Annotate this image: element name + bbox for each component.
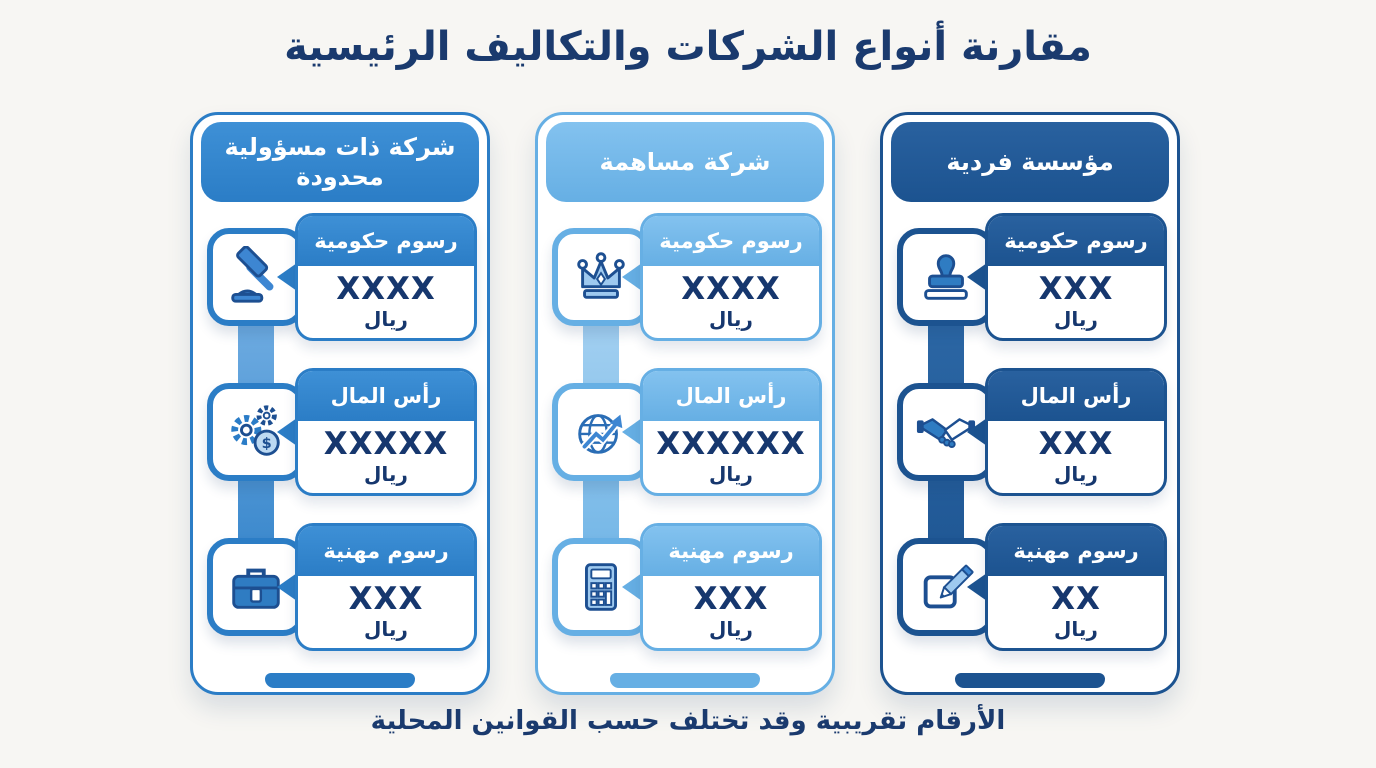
cost-label: رسوم مهنية: [988, 526, 1164, 576]
bubble-arrow: [277, 263, 297, 291]
cost-row-capital: رأس المال XXX ريال: [883, 368, 1177, 496]
pencil-edit-icon: [897, 538, 995, 636]
bubble-arrow: [967, 418, 987, 446]
column-header-jsc: شركة مساهمة: [546, 122, 824, 202]
bubble-arrow: [967, 263, 987, 291]
cost-row-professional-fees: رسوم مهنية XX ريال: [883, 523, 1177, 651]
currency-unit: ريال: [1054, 616, 1098, 641]
bubble-arrow: [622, 418, 642, 446]
company-column-sole: مؤسسة فردية رسوم حكومية XXX ريال: [880, 112, 1180, 695]
bubble-arrow: [622, 573, 642, 601]
cost-value: XXXXX: [323, 426, 449, 463]
cost-value: XXX: [1038, 426, 1114, 463]
cost-bubble: رأس المال XXXXXX ريال: [640, 368, 822, 496]
cost-value: XXXX: [681, 271, 781, 308]
cost-bubble: رسوم مهنية XX ريال: [985, 523, 1167, 651]
svg-text:$: $: [262, 436, 272, 452]
cost-value: XXXX: [336, 271, 436, 308]
currency-unit: ريال: [1054, 306, 1098, 331]
column-footer-bar: [265, 673, 415, 688]
page-title: مقارنة أنواع الشركات والتكاليف الرئيسية: [284, 24, 1092, 70]
cost-label: رأس المال: [298, 371, 474, 421]
cost-row-capital: رأس المال XXXXXX ريال: [538, 368, 832, 496]
cost-bubble: رسوم حكومية XXXX ريال: [295, 213, 477, 341]
cost-bubble: رسوم مهنية XXX ريال: [640, 523, 822, 651]
cost-bubble: رسوم حكومية XXXX ريال: [640, 213, 822, 341]
cost-bubble: رسوم حكومية XXX ريال: [985, 213, 1167, 341]
cost-value: XX: [1051, 581, 1101, 618]
currency-unit: ريال: [364, 461, 408, 486]
disclaimer-text: الأرقام تقريبية وقد تختلف حسب القوانين ا…: [370, 706, 1006, 736]
cost-label: رأس المال: [643, 371, 819, 421]
currency-unit: ريال: [709, 306, 753, 331]
cost-label: رسوم مهنية: [298, 526, 474, 576]
company-column-llc: شركة ذات مسؤولية محدودة رسوم حكومية XXXX: [190, 112, 490, 695]
cost-bubble: رأس المال XXX ريال: [985, 368, 1167, 496]
cost-bubble: رسوم مهنية XXX ريال: [295, 523, 477, 651]
cost-row-professional-fees: رسوم مهنية XXX ريال: [538, 523, 832, 651]
bubble-arrow: [277, 573, 297, 601]
bubble-arrow: [967, 573, 987, 601]
cost-value: XXX: [1038, 271, 1114, 308]
cost-value: XXX: [693, 581, 769, 618]
company-column-jsc: شركة مساهمة رسوم حكومية XXXX ريال: [535, 112, 835, 695]
column-header-sole: مؤسسة فردية: [891, 122, 1169, 202]
currency-unit: ريال: [1054, 461, 1098, 486]
bubble-arrow: [277, 418, 297, 446]
currency-unit: ريال: [364, 306, 408, 331]
cost-row-government-fees: رسوم حكومية XXXX ريال: [538, 213, 832, 341]
column-footer-bar: [955, 673, 1105, 688]
cost-row-government-fees: رسوم حكومية XXXX ريال: [193, 213, 487, 341]
column-footer-bar: [610, 673, 760, 688]
cost-value: XXX: [348, 581, 424, 618]
cost-label: رسوم حكومية: [988, 216, 1164, 266]
currency-unit: ريال: [709, 461, 753, 486]
cost-label: رسوم مهنية: [643, 526, 819, 576]
bubble-arrow: [622, 263, 642, 291]
currency-unit: ريال: [364, 616, 408, 641]
cost-value: XXXXXX: [656, 426, 806, 463]
column-header-llc: شركة ذات مسؤولية محدودة: [201, 122, 479, 202]
cost-row-government-fees: رسوم حكومية XXX ريال: [883, 213, 1177, 341]
cost-label: رسوم حكومية: [643, 216, 819, 266]
cost-row-professional-fees: رسوم مهنية XXX ريال: [193, 523, 487, 651]
cost-bubble: رأس المال XXXXX ريال: [295, 368, 477, 496]
currency-unit: ريال: [709, 616, 753, 641]
cost-label: رأس المال: [988, 371, 1164, 421]
cost-row-capital: $ رأس المال XXXXX ريال: [193, 368, 487, 496]
crown-icon: [552, 228, 650, 326]
cost-label: رسوم حكومية: [298, 216, 474, 266]
